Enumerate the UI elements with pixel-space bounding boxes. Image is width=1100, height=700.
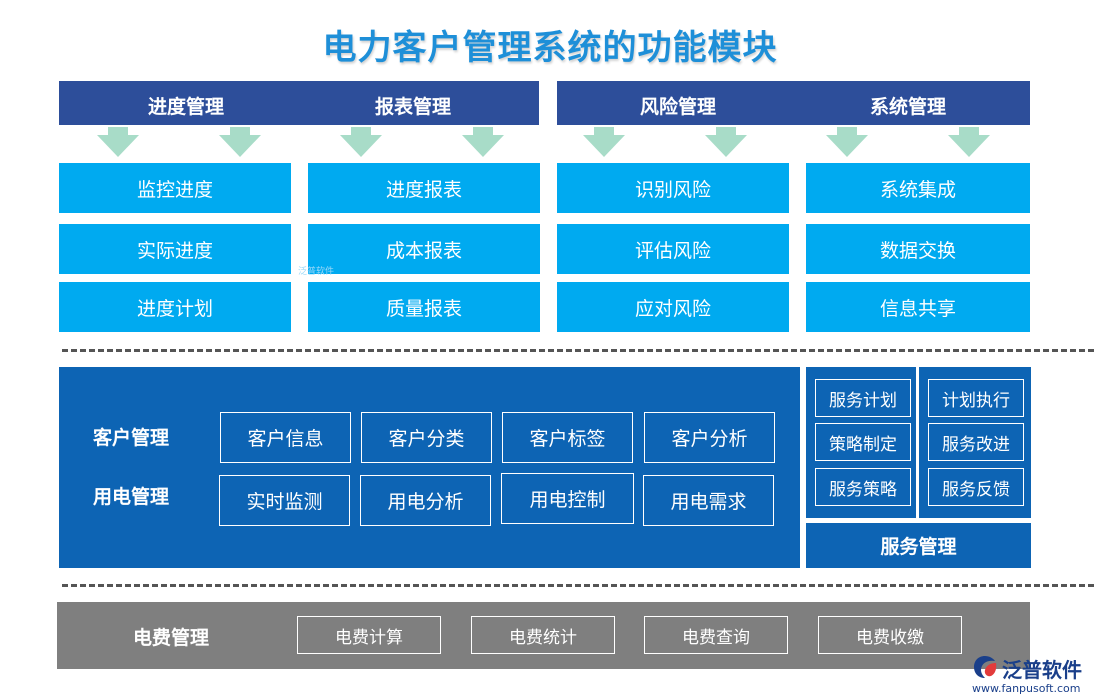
page-title: 电力客户管理系统的功能模块 (322, 28, 778, 68)
box-service-plan: 服务计划 (815, 379, 911, 417)
down-arrow-icon (826, 127, 868, 157)
cell-info-sharing: 信息共享 (806, 282, 1030, 332)
down-arrow-icon (948, 127, 990, 157)
header-progress-management: 进度管理 (147, 96, 225, 118)
service-panel-left (806, 367, 916, 518)
row-label-customer-management: 客户管理 (93, 427, 170, 449)
header-system-management: 系统管理 (869, 96, 947, 118)
box-usage-analysis: 用电分析 (360, 475, 491, 526)
cell-system-integration: 系统集成 (806, 163, 1030, 213)
box-fee-query: 电费查询 (644, 616, 788, 654)
cell-data-exchange: 数据交换 (806, 224, 1030, 274)
fee-panel: 电费管理 电费计算 电费统计 电费查询 电费收缴 (57, 602, 1030, 669)
box-fee-statistics: 电费统计 (471, 616, 615, 654)
cell-progress-report: 进度报表 (308, 163, 540, 213)
box-plan-execution: 计划执行 (928, 379, 1024, 417)
cell-monitor-progress: 监控进度 (59, 163, 291, 213)
watermark: 泛普软件 (298, 267, 335, 277)
box-service-strategy: 服务策略 (815, 468, 911, 506)
down-arrow-icon (340, 127, 382, 157)
cell-actual-progress: 实际进度 (59, 224, 291, 274)
fee-management-label: 电费管理 (133, 627, 210, 649)
cell-assess-risk: 评估风险 (557, 224, 789, 274)
service-panel-right (919, 367, 1031, 518)
header-bar-right: 风险管理 系统管理 (557, 81, 1030, 125)
down-arrow-icon (583, 127, 625, 157)
customer-panel: 客户管理 用电管理 客户信息 客户分类 客户标签 客户分析 实时监测 用电分析 … (59, 367, 800, 568)
cell-progress-plan: 进度计划 (59, 282, 291, 332)
box-customer-tag: 客户标签 (502, 412, 633, 463)
down-arrow-icon (705, 127, 747, 157)
cell-quality-report: 质量报表 (308, 282, 540, 332)
down-arrow-icon (462, 127, 504, 157)
box-strategy-making: 策略制定 (815, 423, 911, 461)
down-arrow-icon (219, 127, 261, 157)
row-label-electricity-management: 用电管理 (93, 486, 170, 508)
box-service-improvement: 服务改进 (928, 423, 1024, 461)
box-fee-calculation: 电费计算 (297, 616, 441, 654)
box-usage-control: 用电控制 (501, 473, 634, 524)
box-service-feedback: 服务反馈 (928, 468, 1024, 506)
logo-url: www.fanpusoft.com (972, 682, 1081, 695)
header-risk-management: 风险管理 (639, 96, 717, 118)
box-customer-classification: 客户分类 (361, 412, 492, 463)
cell-respond-risk: 应对风险 (557, 282, 789, 332)
dashed-divider (62, 349, 1094, 352)
box-usage-demand: 用电需求 (643, 475, 774, 526)
dashed-divider (62, 584, 1094, 587)
down-arrow-icon (97, 127, 139, 157)
cell-cost-report: 成本报表 (308, 224, 540, 274)
box-customer-info: 客户信息 (220, 412, 351, 463)
box-fee-collection: 电费收缴 (818, 616, 962, 654)
box-customer-analysis: 客户分析 (644, 412, 775, 463)
logo-mark-icon (974, 656, 997, 678)
header-bar-left: 进度管理 报表管理 (59, 81, 539, 125)
logo-name: 泛普软件 (1002, 658, 1082, 682)
cell-identify-risk: 识别风险 (557, 163, 789, 213)
service-management-label: 服务管理 (806, 523, 1031, 568)
brand-logo: 泛普软件 www.fanpusoft.com (972, 652, 1094, 696)
box-realtime-monitoring: 实时监测 (219, 475, 350, 526)
header-report-management: 报表管理 (374, 96, 452, 118)
